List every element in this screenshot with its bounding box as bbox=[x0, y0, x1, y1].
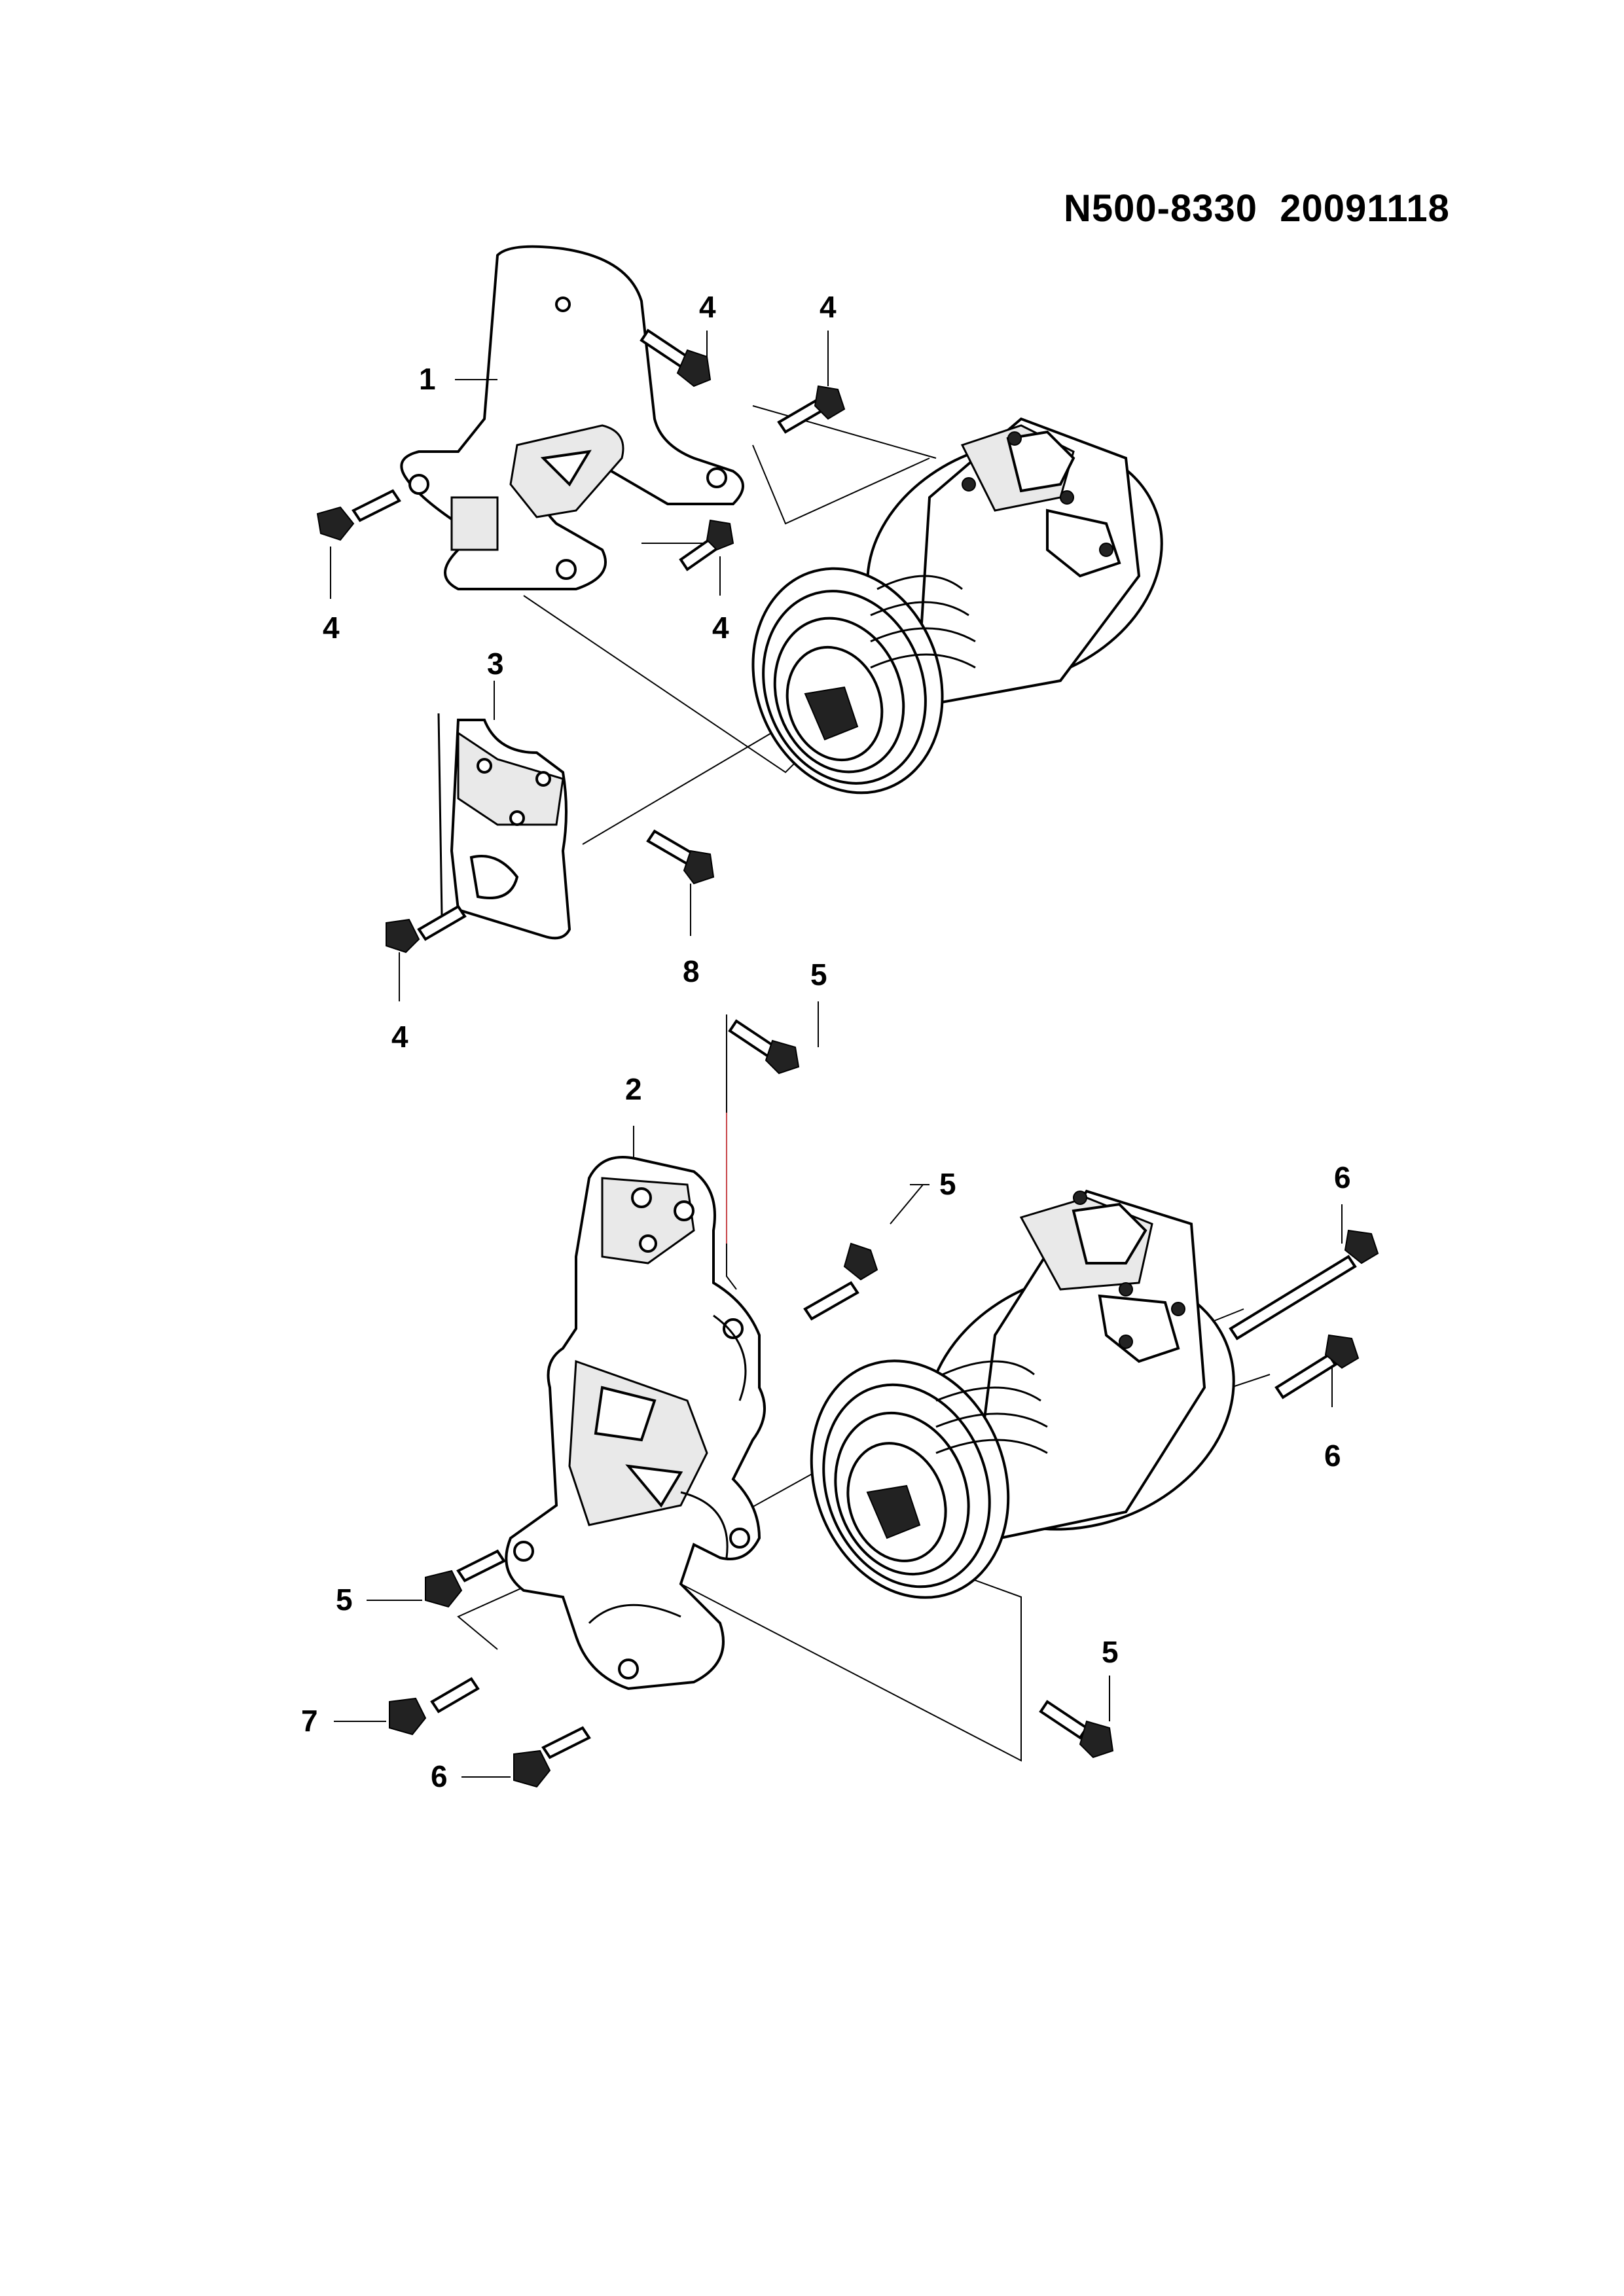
callout-4-top-right: 4 bbox=[820, 290, 837, 324]
upper-callout-leaders bbox=[330, 331, 829, 1001]
callout-6-right: 6 bbox=[1324, 1439, 1341, 1473]
callout-2: 2 bbox=[625, 1072, 642, 1106]
bolt-lower-6c bbox=[513, 1726, 591, 1788]
callout-8: 8 bbox=[683, 954, 700, 988]
callout-5-bottom-right: 5 bbox=[1102, 1635, 1119, 1669]
callout-3: 3 bbox=[487, 647, 504, 681]
document-code: N500-8330 bbox=[1064, 187, 1257, 230]
bracket-part-2 bbox=[505, 1156, 766, 1691]
bolt-lower-5a bbox=[728, 1019, 800, 1075]
bolt-lower-6a bbox=[1229, 1229, 1379, 1340]
bolt-upper-1 bbox=[640, 329, 712, 387]
upper-assembly: 1 4 4 4 4 3 8 4 bbox=[316, 245, 1163, 1054]
callout-4-left: 4 bbox=[323, 611, 340, 645]
callout-5-middle: 5 bbox=[939, 1167, 956, 1201]
bolt-upper-5 bbox=[646, 829, 715, 885]
bolt-upper-3 bbox=[316, 489, 401, 541]
bolt-lower-5d bbox=[1039, 1700, 1114, 1759]
callout-4-top-center: 4 bbox=[699, 290, 716, 324]
document-header: N500-8330 20091118 bbox=[1064, 187, 1450, 230]
bolt-lower-7 bbox=[389, 1677, 480, 1736]
callout-6-bottom-left: 6 bbox=[431, 1759, 448, 1793]
bracket-part-1 bbox=[400, 245, 744, 590]
bolt-upper-4 bbox=[679, 519, 734, 571]
lower-assembly: 5 2 5 6 6 5 7 6 5 bbox=[301, 958, 1379, 1793]
callout-7: 7 bbox=[301, 1704, 318, 1738]
bolt-lower-5b bbox=[803, 1242, 878, 1321]
bolt-lower-6b bbox=[1274, 1334, 1360, 1399]
document-date: 20091118 bbox=[1280, 187, 1450, 230]
bolt-upper-6 bbox=[386, 905, 467, 954]
callout-4-bottom: 4 bbox=[391, 1020, 408, 1054]
bracket-part-3 bbox=[437, 713, 571, 940]
compressor-upper bbox=[751, 417, 1163, 795]
bolt-upper-2 bbox=[777, 385, 846, 434]
callout-5-top: 5 bbox=[810, 958, 827, 992]
callout-5-left: 5 bbox=[336, 1583, 353, 1617]
callout-4-middle: 4 bbox=[712, 611, 729, 645]
lower-callout-leaders bbox=[334, 1001, 1343, 1778]
callout-6-top-right: 6 bbox=[1334, 1160, 1351, 1194]
callout-1: 1 bbox=[419, 362, 436, 396]
bolt-lower-5c bbox=[425, 1549, 506, 1608]
compressor-lower bbox=[810, 1189, 1235, 1599]
